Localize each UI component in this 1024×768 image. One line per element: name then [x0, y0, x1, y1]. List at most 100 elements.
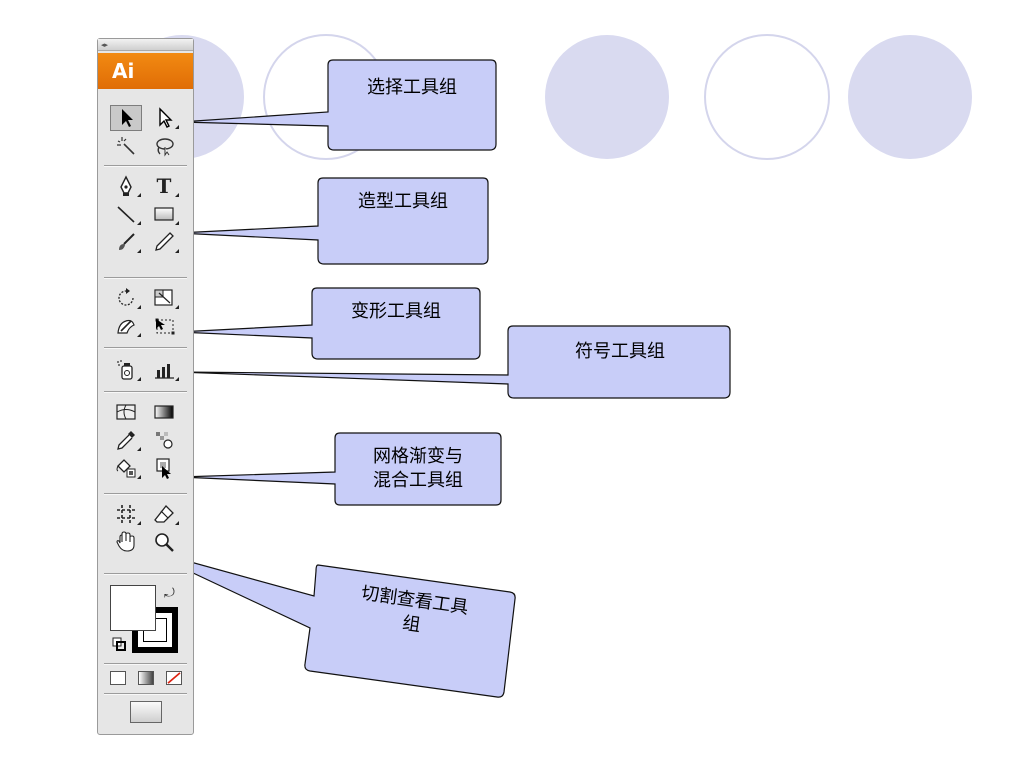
live-paint-selection-tool[interactable]	[148, 455, 180, 481]
blend-icon	[156, 432, 173, 449]
flyout-triangle-icon	[137, 333, 141, 337]
flyout-triangle-icon	[175, 305, 179, 309]
flyout-triangle-icon	[175, 521, 179, 525]
lasso-tool[interactable]	[148, 133, 180, 159]
app-logo: Ai	[98, 53, 193, 89]
callout-shape-tools: 造型工具组	[320, 182, 486, 222]
warp-tool[interactable]	[110, 313, 142, 339]
panel-separator	[104, 347, 187, 349]
eyedropper-icon	[117, 431, 135, 450]
swap-fill-stroke-icon[interactable]: ⤾	[164, 586, 175, 601]
decor-circle-filled	[545, 35, 669, 159]
pen-tool[interactable]	[110, 173, 142, 199]
scale-icon	[154, 289, 173, 306]
pen-icon	[120, 175, 132, 196]
zoom-tool[interactable]	[148, 529, 180, 555]
callout-mesh-blend-tools: 网格渐变与 混合工具组	[337, 436, 499, 502]
screen-mode-button[interactable]	[130, 701, 162, 723]
flyout-triangle-icon	[137, 249, 141, 253]
panel-separator	[104, 573, 187, 575]
eyedropper-tool[interactable]	[110, 427, 142, 453]
magic-wand-icon	[117, 137, 135, 155]
symbol-sprayer-tool[interactable]	[110, 357, 142, 383]
default-fill-stroke-icon[interactable]	[112, 637, 126, 651]
decor-circle-outline	[704, 34, 830, 160]
callout-shape-symbol	[177, 325, 731, 399]
flyout-triangle-icon	[137, 193, 141, 197]
panel-grip[interactable]: ◂▸	[98, 39, 193, 51]
line-segment-icon	[117, 206, 135, 223]
paintbrush-icon	[119, 233, 135, 250]
callout-transform-text: 变形工具组	[351, 301, 441, 322]
callout-slice-text-line2: 组	[401, 612, 422, 637]
rotate-tool[interactable]	[110, 285, 142, 311]
symbol-sprayer-icon	[117, 360, 133, 380]
color-mode-button[interactable]	[110, 671, 126, 685]
flyout-triangle-icon	[175, 249, 179, 253]
panel-separator	[104, 493, 187, 495]
flyout-triangle-icon	[137, 447, 141, 451]
flyout-triangle-icon	[137, 377, 141, 381]
panel-separator	[104, 277, 187, 279]
eraser-tool[interactable]	[148, 501, 180, 527]
free-transform-tool[interactable]	[148, 313, 180, 339]
fill-color-swatch[interactable]	[110, 585, 156, 631]
callout-shape-shape	[177, 177, 489, 265]
blend-tool[interactable]	[148, 427, 180, 453]
gradient-tool[interactable]	[148, 399, 180, 425]
live-paint-selection-icon	[156, 458, 171, 479]
live-paint-bucket-tool[interactable]	[110, 455, 142, 481]
column-graph-tool[interactable]	[148, 357, 180, 383]
rotate-icon	[118, 288, 134, 306]
callout-select-text: 选择工具组	[367, 77, 457, 98]
lasso-icon	[156, 138, 174, 157]
magic-wand-tool[interactable]	[110, 133, 142, 159]
flyout-triangle-icon	[137, 521, 141, 525]
flyout-triangle-icon	[175, 221, 179, 225]
callout-shape-transform	[177, 287, 481, 360]
free-transform-icon	[155, 318, 175, 335]
hand-tool[interactable]	[110, 529, 142, 555]
tools-panel: ◂▸ Ai T	[97, 38, 194, 735]
flyout-triangle-icon	[175, 125, 179, 129]
gradient-mode-button[interactable]	[138, 671, 154, 685]
callout-symbol-text: 符号工具组	[575, 341, 665, 362]
none-mode-button[interactable]	[166, 671, 182, 685]
flyout-triangle-icon	[175, 193, 179, 197]
panel-separator	[104, 663, 187, 665]
panel-separator	[104, 391, 187, 393]
slice-tool[interactable]	[110, 501, 142, 527]
callout-shape-select	[179, 59, 497, 151]
type-tool[interactable]: T	[148, 173, 180, 199]
callout-shape-slice	[139, 547, 516, 698]
flyout-triangle-icon	[137, 221, 141, 225]
callout-mesh-text-line2: 混合工具组	[373, 470, 463, 491]
paintbrush-tool[interactable]	[110, 229, 142, 255]
zoom-icon	[155, 533, 174, 552]
direct-selection-tool[interactable]	[148, 105, 180, 131]
eraser-icon	[154, 505, 174, 523]
rectangle-icon	[154, 207, 174, 221]
slice-icon	[117, 505, 135, 523]
selection-arrow-icon	[122, 109, 133, 127]
callout-select-tools: 选择工具组	[330, 64, 494, 112]
callout-mesh-text-line1: 网格渐变与	[373, 446, 463, 467]
gradient-icon	[154, 405, 174, 419]
flyout-triangle-icon	[175, 377, 179, 381]
warp-icon	[117, 319, 135, 334]
decor-circle-filled	[848, 35, 972, 159]
rectangle-tool[interactable]	[148, 201, 180, 227]
line-tool[interactable]	[110, 201, 142, 227]
scale-tool[interactable]	[148, 285, 180, 311]
pencil-tool[interactable]	[148, 229, 180, 255]
pencil-icon	[155, 232, 174, 251]
callout-symbol-tools: 符号工具组	[512, 330, 728, 374]
callout-shape-text: 造型工具组	[358, 191, 448, 212]
column-graph-icon	[155, 364, 174, 379]
direct-selection-arrow-icon	[159, 107, 173, 128]
selection-tool[interactable]	[110, 105, 142, 131]
type-icon: T	[156, 174, 172, 198]
callout-transform-tools: 变形工具组	[314, 292, 478, 332]
mesh-tool[interactable]	[110, 399, 142, 425]
